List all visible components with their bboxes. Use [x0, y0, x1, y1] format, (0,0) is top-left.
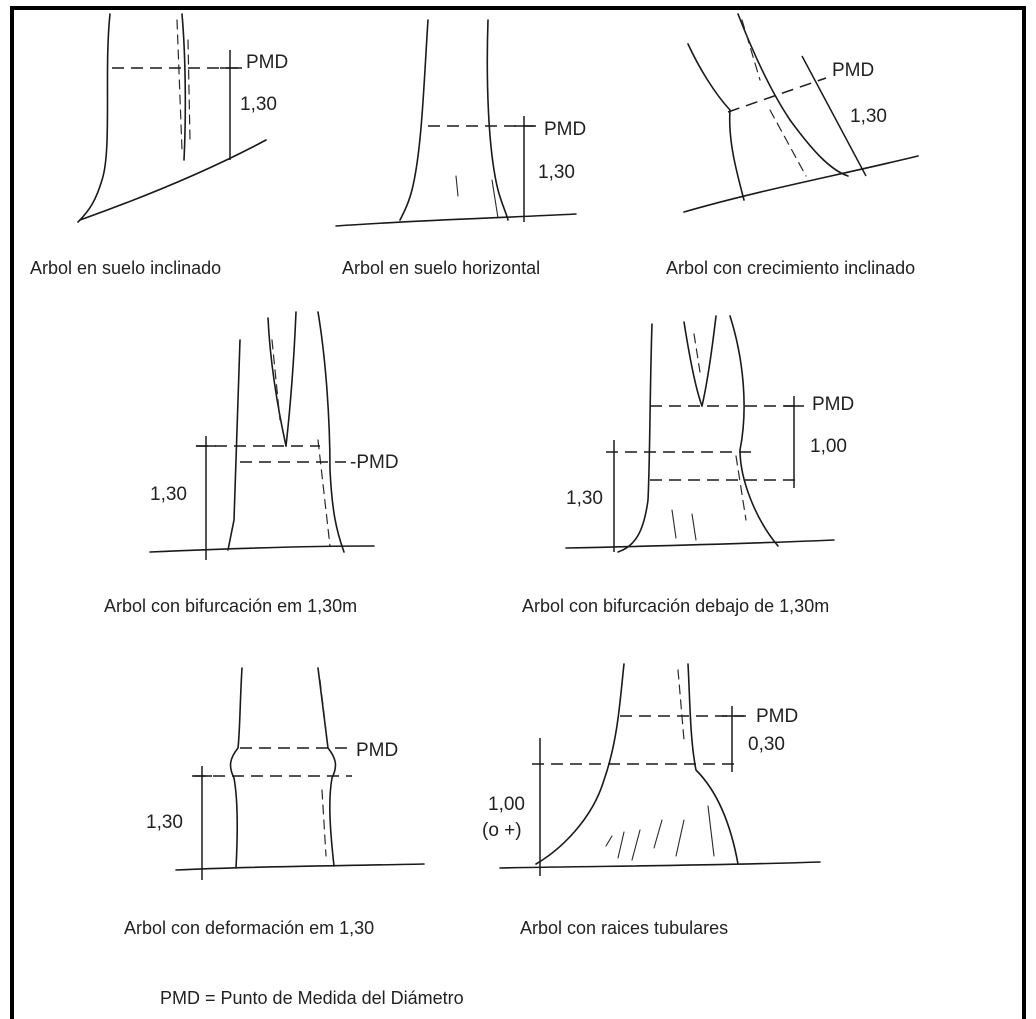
tree-1-bark — [177, 20, 182, 150]
legend-text: PMD = Punto de Medida del Diámetro — [160, 988, 464, 1008]
tree-1-trunk-left — [78, 14, 110, 222]
tree-4-trunk-left — [228, 340, 240, 550]
tree-6-trunk-left — [231, 668, 242, 868]
tree-1-bark-2 — [188, 40, 190, 140]
tree-1-ground — [80, 140, 266, 220]
tree-7-buttress-roots: PMD 0,30 1,00 (o +) Arbol con raices tub… — [482, 664, 820, 938]
tree-5-bark-4 — [692, 514, 696, 540]
tree-7-root-5 — [676, 820, 684, 856]
tree-5-bark — [694, 334, 700, 372]
tree-3-ground — [684, 156, 918, 212]
tree-4-pmd-label: -PMD — [350, 452, 399, 473]
tree-2-height-label: 1,30 — [538, 162, 575, 183]
caption-tree-1: Arbol en suelo inclinado — [30, 258, 221, 278]
tree-3-trunk-left — [688, 44, 744, 200]
tree-5-fork-below-130: PMD 1,00 1,30 Arbol con bifurcación deba… — [522, 316, 854, 616]
tree-3-pmd-line — [728, 78, 826, 112]
tree-7-root-2 — [618, 832, 624, 858]
tree-6-deformation-at-130: PMD 1,30 Arbol con deformación em 1,30 — [124, 668, 424, 938]
tree-4-height-label: 1,30 — [150, 484, 187, 505]
tree-3-leaning-growth: PMD 1,30 Arbol con crecimiento inclinado — [666, 14, 918, 278]
tree-1-height-label: 1,30 — [240, 94, 277, 115]
tree-7-root-4 — [654, 820, 662, 848]
tree-1-sloped-ground: PMD 1,30 Arbol en suelo inclinado — [30, 14, 288, 278]
tree-5-trunk-right — [730, 316, 778, 546]
tree-3-bark — [742, 20, 760, 80]
tree-4-ground — [150, 546, 374, 552]
tree-2-bark — [456, 176, 458, 196]
tree-7-root-1 — [606, 836, 612, 846]
tree-4-fork-at-130: -PMD 1,30 Arbol con bifurcación em 1,30m — [104, 312, 399, 616]
tree-7-pmd-label: PMD — [756, 706, 798, 727]
tree-6-bark-2 — [322, 790, 326, 856]
tree-2-flat-ground: PMD 1,30 Arbol en suelo horizontal — [336, 20, 586, 278]
tree-4-trunk-right — [318, 312, 344, 552]
tree-7-offset-label: 0,30 — [748, 734, 785, 755]
tree-1-pmd-label: PMD — [246, 52, 288, 73]
tree-6-height-label: 1,30 — [146, 812, 183, 833]
tree-7-root-3 — [632, 830, 640, 860]
tree-2-pmd-label: PMD — [544, 119, 586, 140]
tree-5-fork-b — [702, 316, 716, 406]
caption-tree-2: Arbol en suelo horizontal — [342, 258, 540, 278]
tree-7-height-label: 1,00 — [488, 794, 525, 815]
tree-7-ground — [500, 862, 820, 868]
tree-6-trunk-right — [318, 668, 335, 866]
tree-5-trunk-left — [618, 324, 652, 552]
tree-5-ground — [566, 540, 834, 548]
tree-4-bark-2 — [318, 440, 330, 546]
tree-3-pmd-label: PMD — [832, 60, 874, 81]
tree-2-ground — [336, 214, 576, 226]
caption-tree-7: Arbol con raices tubulares — [520, 918, 728, 938]
tree-1-trunk-right — [182, 14, 185, 160]
tree-5-height-label: 1,30 — [566, 488, 603, 509]
tree-7-bark — [678, 670, 684, 740]
tree-3-height-label: 1,30 — [850, 106, 887, 127]
tree-6-ground — [176, 864, 424, 870]
tree-4-bark — [272, 340, 280, 420]
tree-4-fork-a — [268, 318, 286, 446]
tree-4-fork-b — [286, 312, 296, 446]
caption-tree-3: Arbol con crecimiento inclinado — [666, 258, 915, 278]
tree-3-bark-2 — [770, 110, 806, 176]
caption-tree-4: Arbol con bifurcación em 1,30m — [104, 596, 357, 616]
tree-5-offset-label: 1,00 — [810, 436, 847, 457]
tree-5-pmd-label: PMD — [812, 394, 854, 415]
caption-tree-5: Arbol con bifurcación debajo de 1,30m — [522, 596, 829, 616]
tree-2-trunk-left — [400, 20, 428, 220]
tree-5-bark-3 — [672, 510, 676, 538]
tree-7-root-6 — [708, 806, 714, 856]
tree-6-pmd-label: PMD — [356, 740, 398, 761]
tree-7-height-note: (o +) — [482, 820, 522, 841]
tree-2-trunk-right — [487, 20, 508, 220]
caption-tree-6: Arbol con deformación em 1,30 — [124, 918, 374, 938]
